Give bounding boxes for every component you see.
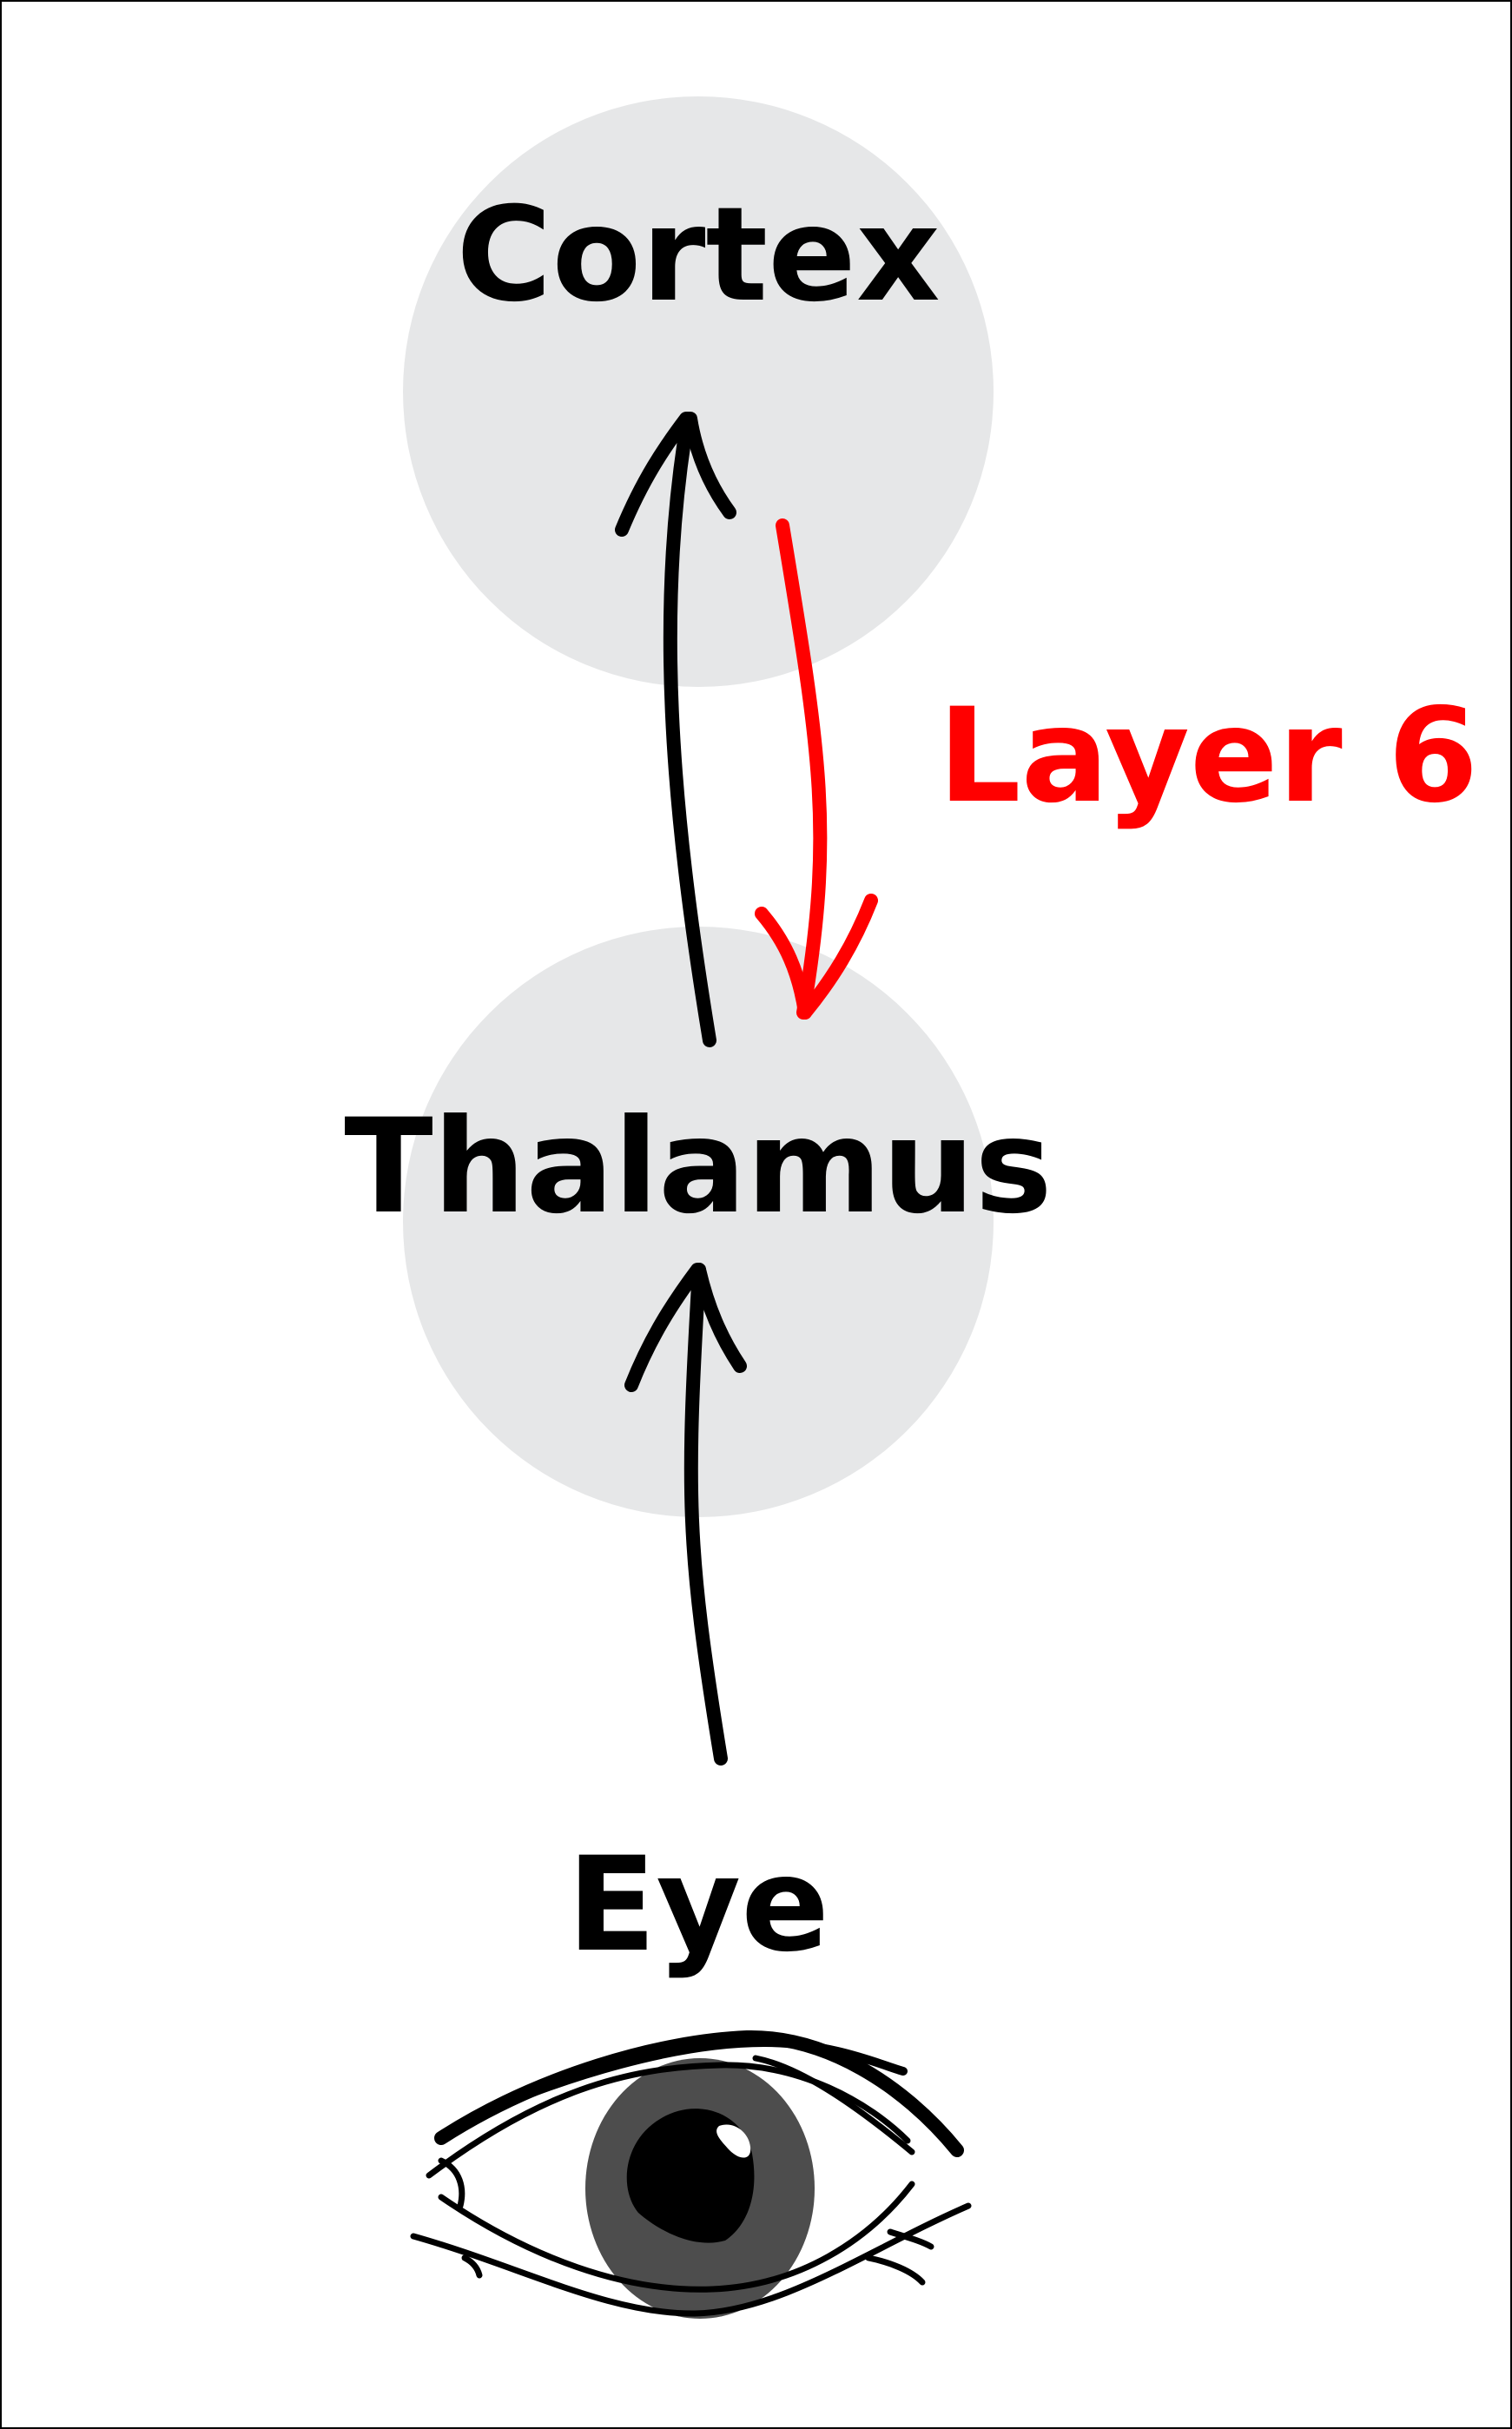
eye-to-thalamus-arrow: [624, 1263, 747, 1766]
eye-icon: [410, 2030, 972, 2319]
layer6-feedback-arrow: [755, 518, 878, 1020]
layer6-label: Layer 6: [938, 681, 1478, 832]
eye-highlight: [716, 2124, 751, 2158]
cortex-node: [403, 96, 994, 687]
thalamus-node: [403, 927, 994, 1517]
eye-label: Eye: [567, 1830, 829, 1981]
eye-outline-strokes: [410, 2030, 972, 2317]
thalamus-label: Thalamus: [344, 1092, 1052, 1243]
cortex-label: Cortex: [456, 180, 940, 331]
thalamus-to-cortex-arrow: [615, 412, 736, 1047]
